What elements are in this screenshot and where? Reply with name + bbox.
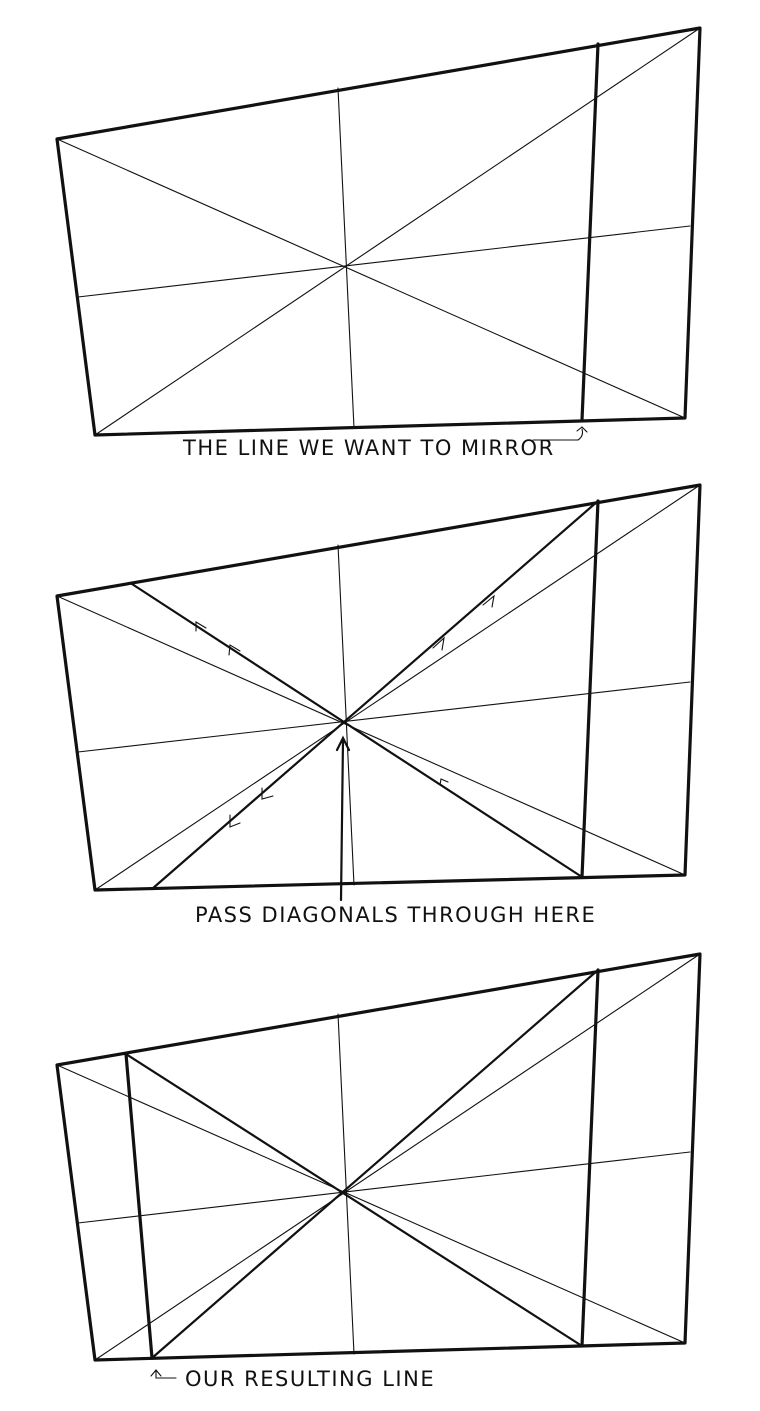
panel-3-diagonal-through-center-2 (124, 1052, 584, 1348)
panel-2-caption: PASS DIAGONALS THROUGH HERE (195, 903, 596, 927)
panel-2-diagonal-a (56, 595, 686, 876)
panel-2-arrow-4 (228, 644, 241, 656)
panel-3: OUR RESULTING LINE (55, 952, 702, 1391)
panel-3-resulting-line (124, 1052, 154, 1360)
panel-3-horizontal-midline (77, 1151, 691, 1224)
panel-3-diagonal-a (56, 1064, 686, 1344)
panel-3-diagonal-b (94, 953, 701, 1361)
panel-2-center-pointer (335, 735, 351, 902)
panel-3-vertical-midline (337, 1013, 355, 1355)
panel-3-outline (55, 952, 702, 1362)
panel-2-arrow-7 (229, 814, 241, 828)
panel-2-line-to-mirror (580, 499, 600, 879)
panel-1-diagonal-b (94, 27, 701, 436)
panel-2-arrow-5 (439, 778, 449, 786)
panel-1-line-to-mirror (580, 42, 600, 422)
panel-2: PASS DIAGONALS THROUGH HERE (55, 483, 702, 927)
panel-3-diagonal-through-center-1 (150, 968, 600, 1360)
panel-1: THE LINE WE WANT TO MIRROR (55, 26, 702, 460)
panel-2-arrow-2 (432, 636, 445, 651)
panel-1-diagonal-a (56, 138, 686, 419)
panel-2-diagonal-through-center-2 (130, 582, 584, 879)
panel-2-vertical-midline (337, 544, 355, 886)
panel-2-outline (55, 483, 702, 892)
panel-2-diagonal-through-center-1 (150, 499, 600, 891)
panel-3-caption: OUR RESULTING LINE (185, 1367, 435, 1391)
panel-2-arrow-3 (195, 621, 207, 632)
panel-1-caption: THE LINE WE WANT TO MIRROR (182, 436, 555, 460)
panel-2-horizontal-midline (77, 681, 691, 753)
panel-1-pointer-arrow (532, 426, 588, 441)
panel-3-pointer-arrow (150, 1369, 177, 1379)
panel-1-horizontal-midline (77, 225, 691, 298)
panel-2-arrow-6 (261, 787, 274, 800)
panel-1-vertical-midline (337, 87, 355, 429)
panel-2-diagonal-b (94, 484, 701, 891)
panel-2-arrow-1 (482, 594, 495, 608)
panel-3-line-to-mirror (580, 968, 600, 1348)
panel-1-outline (55, 26, 702, 437)
